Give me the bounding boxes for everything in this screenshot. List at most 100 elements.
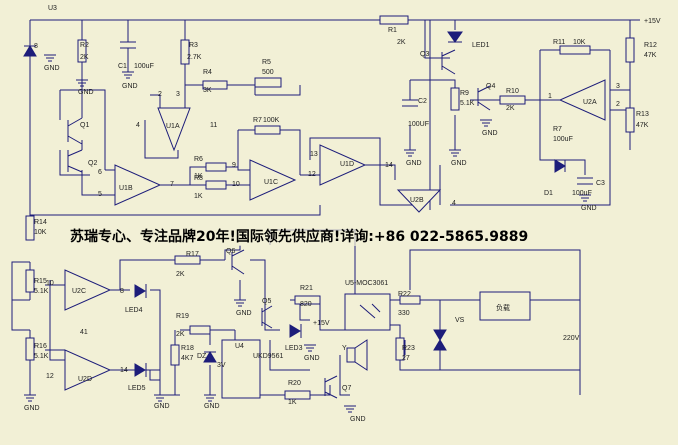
op-amp-u2b [396, 189, 442, 213]
label-q1: Q1 [80, 122, 89, 129]
pin-label: 13 [310, 151, 318, 158]
load-box [479, 291, 531, 321]
label-c2v: 100UF [408, 121, 429, 128]
resistor-r12 [625, 37, 635, 63]
label-r8v: 1K [194, 193, 203, 200]
label-r17: R17 [186, 251, 199, 258]
label-r7bv: 100uF [553, 136, 573, 143]
label-r5: R5 [262, 59, 271, 66]
ics [221, 291, 531, 399]
label-speaker: Y [342, 345, 347, 352]
ground-icon [154, 394, 166, 402]
gnd-label: GND [236, 310, 252, 317]
label-led1: LED1 [472, 42, 490, 49]
gnd-label: GND [406, 160, 422, 167]
ground-icon [480, 119, 492, 127]
label-r18v: 4K7 [181, 355, 194, 362]
zener-u3 [23, 45, 37, 57]
label-r7b: R7 [553, 126, 562, 133]
resistor-r10 [499, 95, 526, 105]
label-r13v: 47K [636, 122, 649, 129]
label-led5: LED5 [128, 385, 146, 392]
gnd-label: GND [24, 405, 40, 412]
gnd-label: GND [482, 130, 498, 137]
pin-label: 10 [232, 181, 240, 188]
transistor-q2 [67, 149, 83, 173]
resistor-r14 [25, 215, 35, 241]
ground-icon [234, 299, 246, 307]
label-c2: C2 [418, 98, 427, 105]
label-r4: R4 [203, 69, 212, 76]
capacitors [120, 41, 593, 185]
pin-label: 2 [158, 91, 162, 98]
resistor-r21 [294, 295, 321, 305]
transistor-q6 [231, 249, 245, 275]
banner-text: 苏瑞专心、专注品牌20年!国际领先供应商!详询:+86 022-5865.988… [70, 228, 528, 245]
pin-label: 14 [120, 367, 128, 374]
resistor-r23 [395, 337, 405, 361]
pin-label: 4 [452, 200, 456, 207]
op-amp-u1c [249, 159, 297, 201]
resistor-r6 [205, 162, 227, 172]
label-u1c: U1C [264, 179, 278, 186]
ground-icon [344, 405, 356, 413]
op-amp-u1a [157, 107, 191, 152]
op-amp-u1b [114, 164, 162, 206]
pin-label: 11 [210, 122, 217, 129]
label-r23v: 27 [402, 355, 410, 362]
pin-label: 14 [385, 162, 393, 169]
resistor-r13 [625, 107, 635, 133]
resistor-r2 [77, 39, 87, 63]
pin-label: 4 [136, 122, 140, 129]
label-r18: R18 [181, 345, 194, 352]
ground-icon [44, 54, 56, 62]
wires [11, 19, 640, 396]
speaker-icon [346, 339, 368, 371]
op-amp-u1d [319, 144, 367, 186]
u5-switch-mark [359, 303, 381, 319]
capacitor-c3 [577, 177, 593, 185]
resistor-r22 [399, 295, 421, 305]
banner-background [64, 224, 652, 246]
label-u2d: U2D [78, 376, 92, 383]
gnd-label: GND [78, 89, 94, 96]
resistors [25, 15, 635, 400]
resistor-r9 [450, 87, 460, 111]
label-c3: C3 [596, 180, 605, 187]
pin-label: 12 [46, 373, 54, 380]
resistor-r18 [170, 344, 180, 366]
label-r16: R16 [34, 343, 47, 350]
pin-label: 3 [176, 91, 180, 98]
capacitor-c1 [120, 41, 136, 49]
gnd-label: GND [304, 355, 320, 362]
op-amps [64, 79, 606, 391]
label-r4v: 3K [203, 87, 212, 94]
pin-label: 10 [46, 280, 54, 287]
label-mains: 220V [563, 335, 580, 342]
led1-icon [447, 31, 463, 43]
label-r15v: 5.1K [34, 288, 49, 295]
label-q6: Q6 [226, 248, 235, 255]
label-r3: R3 [189, 42, 198, 49]
gnd-label: GND [581, 205, 597, 212]
label-q5: Q5 [262, 298, 271, 305]
ground-icon [204, 394, 216, 402]
pin-label: 5 [98, 191, 102, 198]
label-r14v: 10K [34, 229, 47, 236]
diodes [23, 31, 566, 377]
label-r12: R12 [644, 42, 657, 49]
label-r2v: 2K [80, 54, 89, 61]
triac-vs [433, 329, 447, 341]
gnd-label: GND [350, 416, 366, 423]
pin-label: 1 [548, 93, 552, 100]
pin-label: 2 [616, 101, 620, 108]
resistor-r15 [25, 269, 35, 293]
label-r11v: 10K [573, 39, 586, 46]
ground-symbols [24, 54, 591, 413]
ground-icon [404, 149, 416, 157]
label-u1b: U1B [119, 185, 133, 192]
capacitor-c2 [402, 99, 418, 107]
label-u4v: UKD9561 [253, 353, 283, 360]
label-r20v: 1K [288, 399, 297, 406]
label-r6: R6 [194, 156, 203, 163]
